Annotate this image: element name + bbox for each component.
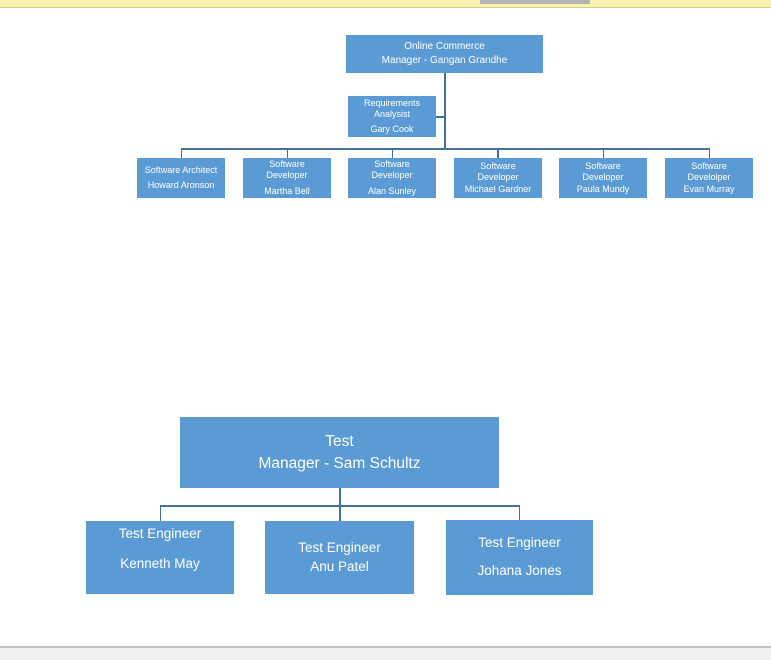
org-box-role: Software Develolper: [687, 160, 731, 182]
org-box-test-engineer-2[interactable]: Test Engineer Anu Patel: [265, 521, 414, 594]
org-box-test-engineer-3[interactable]: Test Engineer Johana Jones: [446, 520, 593, 595]
bottom-status-strip: [0, 646, 771, 660]
org-box-software-developer-4[interactable]: Software Developer Paula Mundy: [559, 158, 647, 198]
connector-line: [339, 488, 341, 506]
connector-line: [708, 148, 710, 158]
org-box-role: Test Engineer: [118, 526, 202, 541]
org-box-subtitle: Manager - Sam Schultz: [258, 455, 421, 472]
connector-line: [180, 148, 710, 150]
connector-line: [339, 505, 341, 521]
org-box-name: Gary Cook: [370, 124, 414, 135]
org-box-role: Software Architect: [144, 164, 218, 175]
org-box-name: Michael Gardner: [464, 184, 532, 195]
org-box-test-engineer-1[interactable]: Test Engineer Kenneth May: [86, 521, 234, 594]
org-box-name: Martha Bell: [264, 185, 310, 196]
org-box-role: Test Engineer: [298, 539, 381, 555]
org-box-role: Software Developer: [266, 159, 308, 181]
connector-line: [497, 148, 499, 158]
connector-line: [391, 148, 393, 158]
connector-line: [518, 505, 520, 521]
org-box-online-commerce-manager[interactable]: Online Commerce Manager - Gangan Grandhe: [346, 35, 543, 73]
org-box-software-developer-3[interactable]: Software Developer Michael Gardner: [454, 158, 542, 198]
org-box-name: Anu Patel: [310, 558, 369, 574]
org-box-name: Kenneth May: [120, 555, 200, 571]
connector-line: [444, 73, 446, 149]
org-box-software-developer-2[interactable]: Software Developer Alan Sunley: [348, 158, 436, 198]
org-box-name: Paula Mundy: [576, 184, 630, 195]
connector-line: [180, 148, 182, 158]
horizontal-scrollbar-thumb[interactable]: [480, 0, 590, 4]
connector-line: [286, 148, 288, 158]
org-box-name: Howard Aronson: [147, 180, 215, 190]
org-box-role: Software Developer: [371, 159, 413, 181]
org-box-name: Evan Murray: [683, 184, 735, 195]
org-box-name: Johana Jones: [477, 563, 562, 578]
org-box-software-architect[interactable]: Software Architect Howard Aronson: [137, 158, 225, 198]
connector-line: [159, 505, 161, 521]
org-box-role: Software Developer: [582, 160, 624, 182]
org-box-subtitle: Manager - Gangan Grandhe: [381, 55, 508, 66]
connector-line: [602, 148, 604, 158]
org-box-software-developer-1[interactable]: Software Developer Martha Bell: [243, 158, 331, 198]
org-box-role: Test Engineer: [478, 535, 561, 551]
org-box-role: Requirements Analysist: [363, 97, 421, 119]
org-box-requirements-analyst[interactable]: Requirements Analysist Gary Cook: [348, 96, 436, 137]
org-box-test-manager[interactable]: Test Manager - Sam Schultz: [180, 417, 499, 488]
connector-line: [436, 116, 445, 118]
org-box-name: Alan Sunley: [367, 185, 417, 196]
top-window-edge: [0, 0, 771, 8]
org-box-title: Online Commerce: [404, 40, 485, 52]
org-box-software-developer-5[interactable]: Software Develolper Evan Murray: [665, 158, 753, 198]
org-box-role: Software Developer: [477, 160, 519, 182]
org-box-title: Test: [325, 432, 354, 450]
